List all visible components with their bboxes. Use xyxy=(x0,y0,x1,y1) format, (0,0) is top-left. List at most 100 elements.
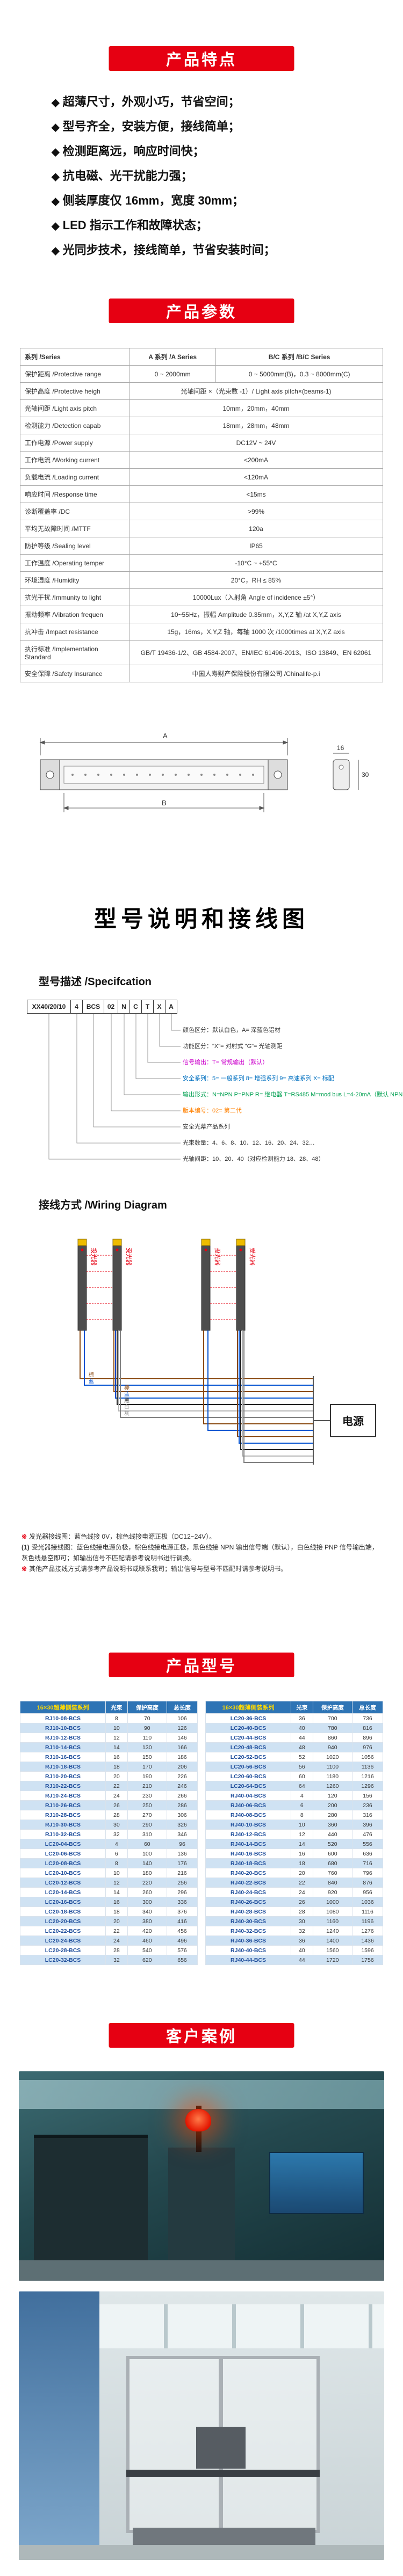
model-total-length: 1116 xyxy=(352,1906,383,1917)
model-total-length: 1596 xyxy=(352,1945,383,1955)
model-name: LC20-10-BCS xyxy=(19,1868,106,1878)
model-row: RJ40-12-BCS 12 440 476 xyxy=(205,1829,383,1839)
parameter-row: 环境湿度 /Humidity 20°C，RH ≤ 85% xyxy=(20,571,383,589)
model-total-length: 1216 xyxy=(352,1771,383,1781)
code-explanation: 安全系列：5= 一般系列 8= 增强系列 9= 高速系列 X= 标配 xyxy=(183,1075,334,1082)
model-beams: 10 xyxy=(105,1868,128,1878)
model-code-explanations: 颜色区分：默认白色，A= 深蓝色铝材 功能区分："X"= 对射式 "G"= 光轴… xyxy=(183,1022,403,1167)
model-protective-height: 150 xyxy=(127,1752,168,1762)
parameter-value-a: 10mm，20mm，40mm xyxy=(129,399,383,417)
model-row: RJ10-28-BCS 28 270 306 xyxy=(19,1810,198,1820)
model-name: RJ10-26-BCS xyxy=(19,1800,106,1810)
feature-item: ◆侧装厚度仅 16mm，宽度 30mm； xyxy=(52,189,276,214)
model-name: RJ10-16-BCS xyxy=(19,1752,106,1762)
feature-text: 超薄尺寸，外观小巧，节省空间； xyxy=(62,95,240,108)
model-total-length: 1036 xyxy=(352,1897,383,1907)
model-name: LC20-16-BCS xyxy=(19,1897,106,1907)
code-box-safety: C xyxy=(130,1000,142,1014)
factory-window-band xyxy=(19,2080,384,2109)
svg-text:蓝: 蓝 xyxy=(124,1391,129,1398)
model-protective-height: 200 xyxy=(312,1800,353,1810)
model-beams: 18 xyxy=(105,1906,128,1917)
transmitter-label-2: 投光器 xyxy=(214,1248,221,1265)
model-total-length: 556 xyxy=(352,1839,383,1849)
model-row: RJ10-16-BCS 16 150 186 xyxy=(19,1752,198,1762)
diamond-bullet-icon: ◆ xyxy=(52,196,60,207)
model-row: RJ40-04-BCS 4 120 156 xyxy=(205,1791,383,1801)
param-header-a-series: A 系列 /A Series xyxy=(128,348,217,366)
model-row: RJ10-20-BCS 20 190 226 xyxy=(19,1771,198,1781)
model-protective-height: 780 xyxy=(312,1723,353,1733)
model-code-diagram: XX40/20/10 4 BCS 02 N C T X A 颜色区分：默认白色，… xyxy=(21,1000,403,1185)
model-total-length: 256 xyxy=(167,1878,198,1888)
transmitter-label-1: 投光器 xyxy=(90,1248,98,1265)
transmitter-bar-2 xyxy=(201,1239,211,1331)
model-beams: 8 xyxy=(105,1713,128,1723)
model-protective-height: 1180 xyxy=(312,1771,353,1781)
model-row: RJ10-12-BCS 12 110 146 xyxy=(19,1733,198,1743)
model-table-right-header: 16×30超薄侧装系列 光束 保护高度 总长度 xyxy=(205,1701,383,1714)
model-total-length: 316 xyxy=(352,1810,383,1820)
model-name: LC20-12-BCS xyxy=(19,1878,106,1888)
feature-item: ◆光同步技术，接线简单，节省安装时间； xyxy=(52,238,276,263)
model-beams: 60 xyxy=(291,1771,313,1781)
model-row: RJ40-16-BCS 16 600 636 xyxy=(205,1849,383,1859)
parameter-value-a: <15ms xyxy=(129,485,383,503)
model-beams: 36 xyxy=(291,1935,313,1946)
model-total-length: 416 xyxy=(167,1916,198,1926)
parameter-label: 抗光干扰 /Immunity to light xyxy=(20,588,129,606)
feature-item: ◆超薄尺寸，外观小巧，节省空间； xyxy=(52,90,276,115)
note-body: 发光器接线图：蓝色线接 0V，棕色线接电源正极（DC12~24V）。 xyxy=(29,1533,216,1540)
model-beams: 28 xyxy=(291,1906,313,1917)
model-total-length: 976 xyxy=(352,1742,383,1752)
light-curtain-body xyxy=(40,759,288,790)
model-protective-height: 1400 xyxy=(312,1935,353,1946)
model-protective-height: 70 xyxy=(127,1713,168,1723)
model-total-length: 216 xyxy=(167,1868,198,1878)
code-box-pitch: XX40/20/10 xyxy=(27,1000,71,1014)
parameter-label: 诊断覆盖率 /DC xyxy=(20,503,129,520)
model-row: RJ40-08-BCS 8 280 316 xyxy=(205,1810,383,1820)
model-beams: 44 xyxy=(291,1733,313,1743)
feature-item: ◆抗电磁、光干扰能力强； xyxy=(52,164,276,189)
model-beams: 32 xyxy=(105,1955,128,1965)
factory-floor xyxy=(19,2260,384,2281)
svg-text:蓝: 蓝 xyxy=(89,1378,94,1385)
model-name: RJ40-10-BCS xyxy=(205,1820,292,1830)
model-total-length: 126 xyxy=(167,1723,198,1733)
model-name: LC20-52-BCS xyxy=(205,1752,292,1762)
model-name: RJ10-28-BCS xyxy=(19,1810,106,1820)
diamond-bullet-icon: ◆ xyxy=(52,245,60,257)
parameter-row: 保护距离 /Protective range 0 ~ 2000mm 0 ~ 50… xyxy=(20,365,383,383)
parameter-label: 工作电流 /Working current xyxy=(20,451,129,469)
parameter-value-a: 光轴间距 ×（光束数 -1）/ Light axis pitch×(beams-… xyxy=(129,382,383,400)
model-total-length: 476 xyxy=(352,1829,383,1839)
model-row: LC20-24-BCS 24 460 496 xyxy=(19,1935,198,1946)
section-banner-parameters: 产品参数 xyxy=(109,299,294,323)
model-beams: 4 xyxy=(291,1791,313,1801)
model-table-left: 16×30超薄侧装系列 光束 保护高度 总长度 RJ10-08-BCS 8 70… xyxy=(19,1701,198,1965)
model-name: RJ10-30-BCS xyxy=(19,1820,106,1830)
model-total-length: 106 xyxy=(167,1713,198,1723)
model-protective-height: 1100 xyxy=(312,1762,353,1772)
parameter-row: 保护高度 /Protective heigh 光轴间距 ×（光束数 -1）/ L… xyxy=(20,382,383,400)
model-name: RJ40-44-BCS xyxy=(205,1955,292,1965)
model-row: RJ40-40-BCS 40 1560 1596 xyxy=(205,1945,383,1955)
model-beams: 22 xyxy=(291,1878,313,1888)
machine-silhouette-mid xyxy=(168,2148,235,2266)
model-name: RJ10-24-BCS xyxy=(19,1791,106,1801)
model-row: RJ40-06-BCS 6 200 236 xyxy=(205,1800,383,1810)
model-total-length: 1136 xyxy=(352,1762,383,1772)
model-beams: 28 xyxy=(105,1945,128,1955)
feature-item: ◆检测距离远，响应时间快； xyxy=(52,140,276,164)
model-beams: 8 xyxy=(105,1858,128,1868)
model-code-boxes: XX40/20/10 4 BCS 02 N C T X A xyxy=(27,1000,177,1014)
model-row: RJ40-30-BCS 30 1160 1196 xyxy=(205,1916,383,1926)
model-beams: 44 xyxy=(291,1955,313,1965)
feature-text: 光同步技术，接线简单，节省安装时间； xyxy=(62,243,276,257)
note-prefix: ※ xyxy=(21,1565,27,1573)
light-beams-2 xyxy=(210,1255,236,1320)
model-name: RJ40-14-BCS xyxy=(205,1839,292,1849)
model-total-length: 816 xyxy=(352,1723,383,1733)
parameter-value-a: <200mA xyxy=(129,451,383,469)
